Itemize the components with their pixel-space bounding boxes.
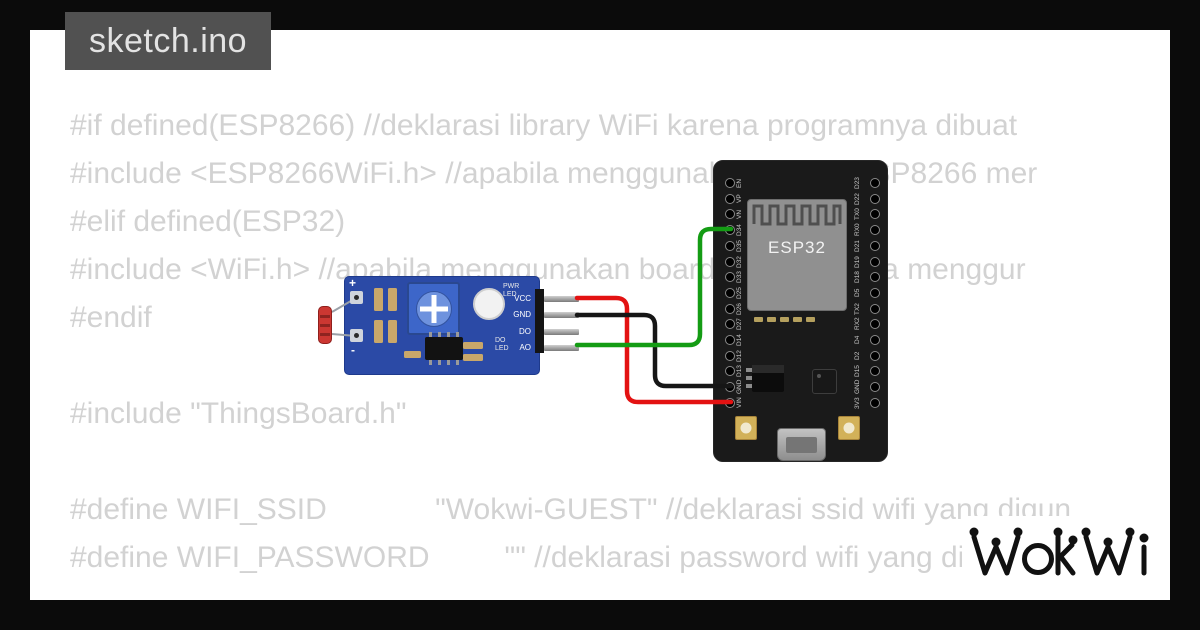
code-line: #include "ThingsBoard.h" [70,397,407,430]
esp32-pin-hole-vp[interactable] [725,193,735,204]
capacitor [780,317,789,322]
sensor-pin-gnd[interactable] [544,312,579,319]
esp32-pin-hole-tx2[interactable] [870,303,880,314]
resistor [388,320,397,343]
resistor [374,288,383,311]
micro-usb-port [777,428,826,461]
resistor [374,320,383,343]
esp32-pin-hole-d12[interactable] [725,350,735,361]
code-line: #define WIFI_SSID "Wokwi-GUEST" //deklar… [70,493,1072,526]
sensor-pin-label-vcc: VCC [514,294,531,303]
capacitor [806,317,815,322]
esp32-pin-hole-d34[interactable] [725,225,735,236]
resistor [463,354,483,361]
esp32-pin-hole-d21[interactable] [870,240,880,251]
pwr-led-label: PWR [503,283,520,290]
esp32-pin-hole-gnd[interactable] [725,382,735,393]
resistor [404,351,421,358]
ic-leg [456,332,459,337]
esp32-pin-hole-vn[interactable] [725,209,735,220]
sensor-pin-label-do: DO [519,326,531,336]
esp32-pin-hole-d4[interactable] [870,335,880,345]
boot-button[interactable] [838,416,860,440]
esp32-pin-hole-rx2[interactable] [870,319,880,330]
sensor-module[interactable]: + - PWR LED DO LED VCC GND DO AO [318,276,579,375]
ic-leg [447,332,450,337]
esp32-pin-hole-d35[interactable] [725,240,735,251]
esp32-pin-hole-d15[interactable] [870,366,880,377]
esp32-pin-hole-3v3[interactable] [870,397,880,408]
esp32-pin-hole-d33[interactable] [725,272,735,283]
photoresistor[interactable] [318,306,332,344]
esp32-pin-hole-d18[interactable] [870,272,880,283]
esp32-chip-label: ESP32 [768,238,826,257]
ic-leg [438,332,441,337]
esp32-pin-hole-d19[interactable] [870,256,880,267]
esp32-pin-hole-d13[interactable] [725,366,735,377]
esp32-pin-hole-d32[interactable] [725,256,735,267]
do-led-label: DO [495,337,506,344]
esp32-pin-label: VIN [736,397,743,409]
code-line: #include <ESP8266WiFi.h> //apabila mengg… [70,157,1038,190]
code-line: #define WIFI_PASSWORD "" //deklarasi pas… [70,541,1080,574]
ic-leg [429,360,432,365]
resistor [388,288,397,311]
esp32-pin-hole-d23[interactable] [870,178,880,188]
do-led-label2: LED [495,345,509,352]
usb-uart-chip [812,369,837,394]
esp32-pin-hole-d14[interactable] [725,335,735,345]
esp32-pin-label: 3V3 [854,397,861,409]
sensor-pin-label-gnd: GND [513,310,531,320]
ic-leg [438,360,441,365]
ic-leg [429,332,432,337]
round-component [473,288,505,320]
esp32-pin-hole-d22[interactable] [870,193,880,204]
terminal-pad-minus[interactable] [350,329,363,342]
code-line: #endif [70,301,152,334]
sensor-pin-do[interactable] [544,328,579,335]
pwr-led-label2: LED [503,291,517,298]
esp32-chip-module: ESP32 [747,199,847,311]
file-tab-label: sketch.ino [89,21,248,60]
ic-leg [447,360,450,365]
sensor-pin-label-ao: AO [519,342,531,352]
ic-leg [456,360,459,365]
resistor [463,342,483,349]
capacitor [767,317,776,322]
capacitor [793,317,802,322]
file-tab[interactable]: sketch.ino [65,12,272,70]
esp32-pin-hole-d25[interactable] [725,287,735,298]
wokwi-logo: WOKWI [962,516,1168,588]
code-preview: #if defined(ESP8266) //deklarasi library… [70,102,1080,582]
code-line: #if defined(ESP8266) //deklarasi library… [70,109,1018,142]
en-button[interactable] [735,416,757,440]
antenna-pattern-icon [752,204,842,226]
esp32-pin-hole-en[interactable] [725,178,735,188]
comparator-ic [425,332,463,365]
code-clip: #if defined(ESP8266) //deklarasi library… [30,30,1170,600]
code-line: #elif defined(ESP32) [70,205,346,238]
esp32-pin-hole-d26[interactable] [725,303,735,314]
terminal-plus-label: + [349,276,357,290]
sensor-pin-ao[interactable] [544,344,579,351]
esp32-pin-hole-tx0[interactable] [870,209,880,220]
wokwi-logo-icon [969,527,1148,576]
esp32-pin-hole-d5[interactable] [870,287,880,298]
capacitor [754,317,763,322]
potentiometer[interactable] [407,282,460,335]
esp32-pin-hole-vin[interactable] [725,397,735,408]
esp32-pin-hole-d27[interactable] [725,319,735,330]
esp32-pin-hole-rx0[interactable] [870,225,880,236]
esp32-pin-hole-d2[interactable] [870,350,880,361]
esp32-pin-hole-gnd[interactable] [870,382,880,393]
voltage-regulator [746,365,784,392]
code-line: #include <WiFi.h> //apabila menggunakan … [70,253,1026,286]
sensor-pin-vcc[interactable] [544,296,579,302]
pin-header-base [535,289,544,353]
terminal-minus-label: - [351,343,355,357]
terminal-pad-plus[interactable] [350,291,363,304]
code-line [70,438,1080,486]
